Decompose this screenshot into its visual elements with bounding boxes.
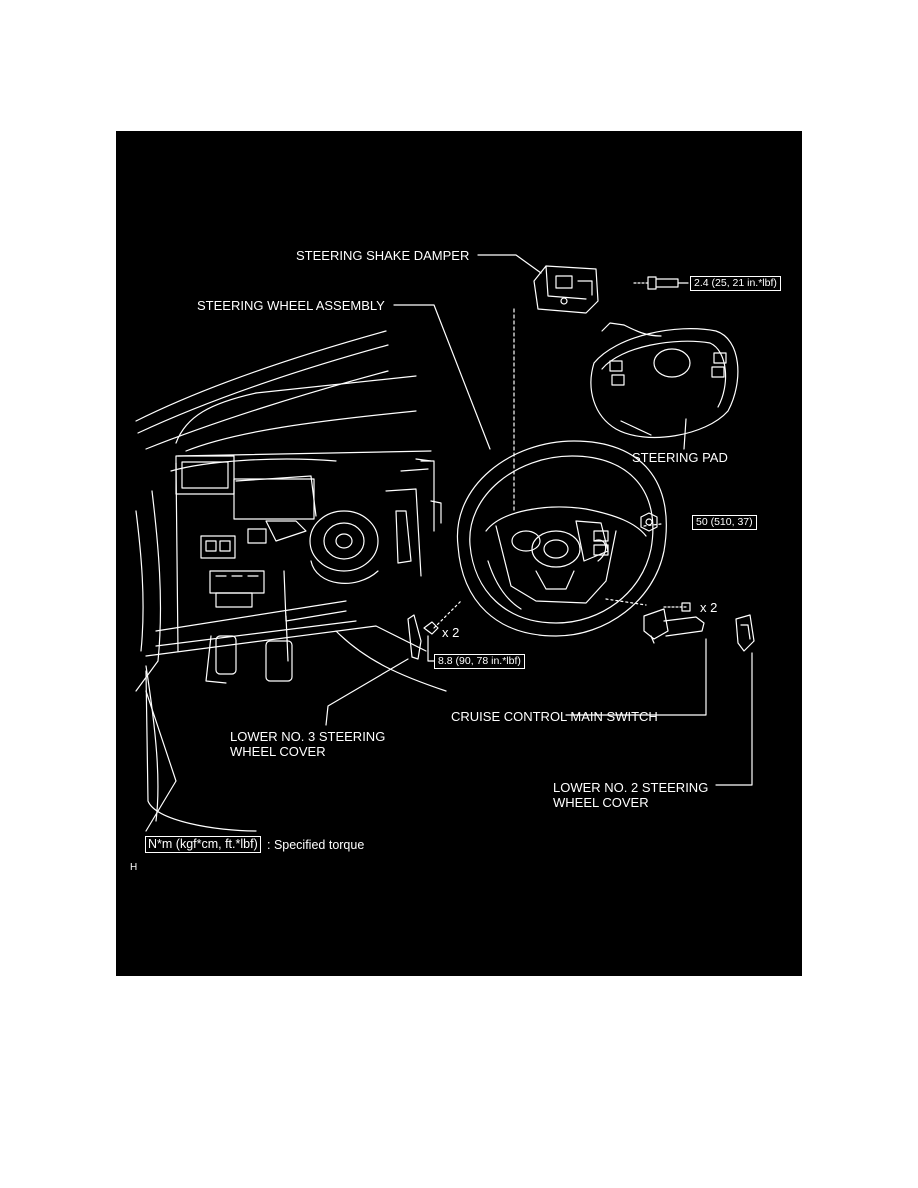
label-steering-wheel-assembly: STEERING WHEEL ASSEMBLY — [197, 298, 385, 313]
steering-pad-drawing — [590, 322, 739, 439]
torque-wheel-nut: 50 (510, 37) — [692, 515, 757, 530]
label-lower-no3-steering-wheel-cover: LOWER NO. 3 STEERING WHEEL COVER — [230, 729, 385, 759]
torque-cover-screw: 8.8 (90, 78 in.*lbf) — [434, 654, 525, 669]
quantity-switch-screws: x 2 — [700, 600, 718, 615]
label-lower-no2-line1: LOWER NO. 2 STEERING — [553, 780, 709, 795]
label-lower-no3-line2: WHEEL COVER — [230, 744, 326, 759]
label-steering-shake-damper: STEERING SHAKE DAMPER — [296, 248, 470, 263]
lower-no3-cover-drawing — [407, 600, 462, 660]
cruise-control-switch-drawing — [605, 598, 705, 644]
lower-no2-cover-drawing — [735, 614, 755, 652]
steering-wheel-assembly-drawing — [456, 440, 667, 637]
label-lower-no3-line1: LOWER NO. 3 STEERING — [230, 729, 386, 744]
diagram-artwork — [135, 254, 755, 832]
exploded-view-figure: STEERING SHAKE DAMPER STEERING WHEEL ASS… — [116, 131, 802, 976]
leader-lines — [145, 254, 753, 832]
label-lower-no2-steering-wheel-cover: LOWER NO. 2 STEERING WHEEL COVER — [553, 780, 708, 810]
legend-unit-box: N*m (kgf*cm, ft.*lbf) — [145, 836, 261, 853]
label-cruise-control-main-switch: CRUISE CONTROL MAIN SWITCH — [451, 709, 658, 724]
label-lower-no2-line2: WHEEL COVER — [553, 795, 649, 810]
steering-shake-damper-drawing — [533, 265, 599, 314]
damper-bolt-drawing — [633, 276, 689, 290]
torque-damper-bolt: 2.4 (25, 21 in.*lbf) — [690, 276, 781, 291]
label-steering-pad: STEERING PAD — [632, 450, 728, 465]
instrument-panel-drawing — [135, 330, 447, 832]
quantity-cover-screws: x 2 — [442, 625, 460, 640]
legend-unit-description: : Specified torque — [267, 838, 365, 852]
figure-code: H — [130, 862, 138, 873]
wheel-nut-drawing — [640, 512, 662, 532]
